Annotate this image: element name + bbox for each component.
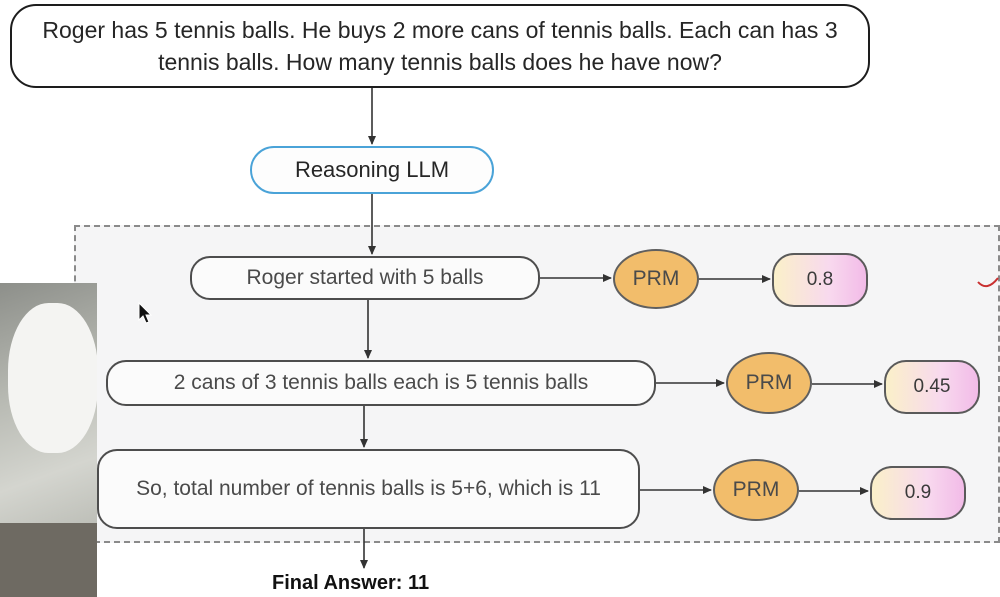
prm-node-2: PRM [726,352,812,414]
prm-node-2-label: PRM [745,371,793,394]
prm-node-3: PRM [713,459,799,521]
prm-node-3-label: PRM [732,478,780,501]
reasoning-step-3: So, total number of tennis balls is 5+6,… [97,449,640,529]
score-node-3-value: 0.9 [904,482,932,503]
reasoning-llm-label: Reasoning LLM [294,157,450,182]
presenter-face [8,303,97,453]
presenter-webcam-overlay [0,283,97,597]
score-node-3: 0.9 [870,466,966,520]
score-node-2: 0.45 [884,360,980,414]
question-text: Roger has 5 tennis balls. He buys 2 more… [42,17,838,75]
final-answer: Final Answer: 11 [272,572,429,595]
reasoning-llm-node: Reasoning LLM [250,146,494,194]
reasoning-step-1: Roger started with 5 balls [190,256,540,300]
question-box: Roger has 5 tennis balls. He buys 2 more… [10,4,870,88]
reasoning-step-2: 2 cans of 3 tennis balls each is 5 tenni… [106,360,656,406]
reasoning-step-1-text: Roger started with 5 balls [246,266,484,289]
score-node-1: 0.8 [772,253,868,307]
reasoning-step-3-text: So, total number of tennis balls is 5+6,… [136,477,601,500]
mouse-cursor-icon [138,301,153,324]
prm-node-1: PRM [613,249,699,309]
score-node-2-value: 0.45 [913,376,951,397]
red-annotation-mark [977,277,999,288]
reasoning-step-2-text: 2 cans of 3 tennis balls each is 5 tenni… [173,371,589,394]
presenter-shoulder [0,523,97,597]
score-node-1-value: 0.8 [806,269,834,290]
final-answer-text: Final Answer: 11 [272,572,430,594]
prm-node-1-label: PRM [632,267,680,290]
